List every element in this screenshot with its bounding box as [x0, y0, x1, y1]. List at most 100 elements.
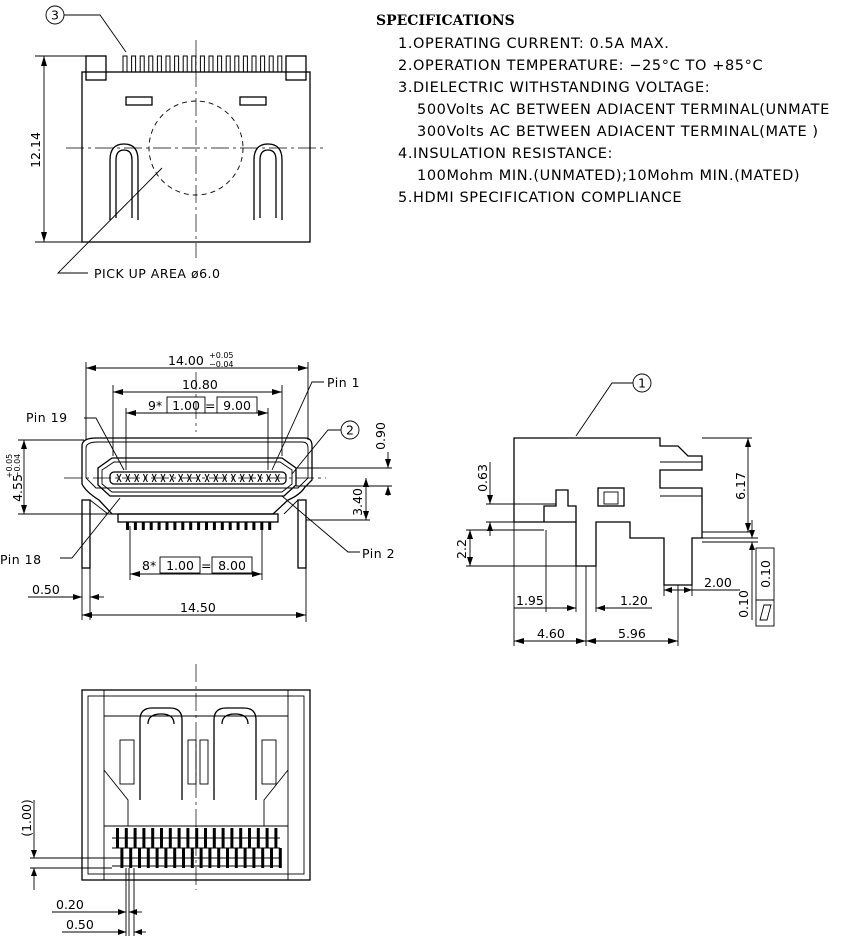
- top-pin: [148, 55, 154, 73]
- pickup-leader: [56, 167, 163, 274]
- front-width-tol-lower: −0.04: [209, 360, 234, 369]
- top-pin: [277, 55, 283, 73]
- top-pin: [217, 55, 223, 73]
- front-overall-width-dim: 14.50: [180, 600, 216, 615]
- front-contact: [248, 476, 254, 483]
- side-dim-195: 1.95: [516, 593, 544, 608]
- front-dim-340: 3.40: [350, 488, 365, 516]
- front-contact: [142, 476, 148, 483]
- bottom-view-left-spring: [139, 707, 183, 800]
- flatness-frame: [755, 547, 775, 627]
- top-pin: [242, 55, 248, 73]
- front-dim-455-tol-upper: +0.05: [5, 454, 14, 479]
- front-pitch-top-box2: 9.00: [223, 398, 251, 413]
- spec-line-7: 100Mohm MIN.(UNMATED);10Mohm MIN.(MATED): [417, 168, 800, 184]
- front-dim-050: 0.50: [32, 582, 60, 597]
- top-view-left-spring: [109, 143, 139, 220]
- top-pin: [174, 55, 180, 73]
- front-bottom-pin: [133, 522, 137, 530]
- front-contact: [134, 476, 140, 483]
- pin18-label: Pin 18: [0, 552, 42, 567]
- specifications-block: SPECIFICATIONS 1.OPERATING CURRENT: 0.5A…: [376, 13, 830, 206]
- top-pin: [199, 55, 205, 73]
- top-view-right-latch: [285, 55, 307, 81]
- svg-text:=: =: [205, 398, 215, 413]
- pin19-leader: [84, 417, 125, 471]
- balloon-3-label: 3: [51, 8, 59, 23]
- front-contact: [239, 476, 245, 483]
- front-contact: [160, 476, 166, 483]
- side-dim-596: 5.96: [618, 626, 646, 641]
- top-pin: [191, 55, 197, 73]
- front-bottom-pin: [181, 522, 185, 530]
- pin1-label: Pin 1: [327, 375, 360, 390]
- top-pin: [234, 55, 240, 73]
- front-bottom-pin: [149, 522, 153, 530]
- top-view-right-slot: [239, 96, 267, 106]
- pickup-area-label: PICK UP AREA ø6.0: [94, 266, 220, 281]
- front-bottom-pin: [228, 522, 232, 530]
- front-contact: [186, 476, 192, 483]
- top-view-pins: [122, 55, 283, 73]
- balloon-2-label: 2: [346, 423, 354, 438]
- front-pitch-bottom-box1: 1.00: [166, 558, 194, 573]
- top-pin: [208, 55, 214, 73]
- top-pin: [122, 55, 128, 73]
- front-contact: [274, 476, 280, 483]
- spec-line-6: 4.INSULATION RESISTANCE:: [398, 146, 613, 162]
- spec-line-4: 500Volts AC BETWEEN ADIACENT TERMINAL(UN…: [417, 102, 830, 118]
- front-view-right-leg: [297, 499, 307, 569]
- front-pitch-bottom-box2: 8.00: [218, 558, 246, 573]
- side-dim-010: 0.10: [736, 590, 751, 618]
- spec-line-5: 300Volts AC BETWEEN ADIACENT TERMINAL(MA…: [417, 124, 819, 140]
- top-pin: [260, 55, 266, 73]
- side-dim-200: 2.00: [704, 575, 732, 590]
- front-bottom-pin: [157, 522, 161, 530]
- front-bottom-pin: [173, 522, 177, 530]
- front-view-opening: [97, 457, 297, 497]
- pin19-label: Pin 19: [26, 410, 68, 425]
- pin1-leader: [271, 381, 324, 471]
- front-dim-455-tol-lower: −0.04: [13, 454, 22, 479]
- svg-text:=: =: [201, 558, 211, 573]
- front-width-dim: 14.00: [168, 353, 204, 368]
- side-dim-460: 4.60: [537, 626, 565, 641]
- side-dim-22: 2.2: [454, 539, 469, 559]
- front-bottom-pin: [252, 522, 256, 530]
- top-pin: [225, 55, 231, 73]
- top-pin: [182, 55, 188, 73]
- front-bottom-pin: [205, 522, 208, 530]
- front-pitch-bottom-prefix: 8*: [142, 558, 156, 573]
- balloon-2-leader: [291, 429, 341, 475]
- pin2-label: Pin 2: [362, 546, 395, 561]
- balloon-3-leader: [64, 14, 127, 53]
- flatness-icon: [759, 604, 772, 621]
- front-bottom-pin: [212, 522, 216, 530]
- bottom-dim-050: 0.50: [66, 917, 94, 932]
- front-contact: [204, 476, 210, 483]
- front-bottom-pin: [220, 522, 224, 530]
- side-dim-120: 1.20: [620, 593, 648, 608]
- front-bottom-pin: [165, 522, 169, 530]
- bottom-dim-100: (1.00): [19, 799, 34, 837]
- top-pin: [268, 55, 274, 73]
- front-contact: [213, 476, 219, 483]
- top-view-right-spring: [253, 143, 283, 220]
- front-contact: [230, 476, 236, 483]
- front-bottom-pin: [126, 522, 129, 530]
- balloon-1-label: 1: [638, 376, 646, 391]
- top-view-left-slot: [125, 96, 153, 106]
- front-bottom-pin: [141, 522, 145, 530]
- top-pin: [131, 55, 137, 73]
- balloon-1-leader: [575, 382, 633, 437]
- front-contact: [151, 476, 157, 483]
- front-contact: [116, 476, 122, 483]
- front-contact: [222, 476, 228, 483]
- side-view-body: [513, 437, 703, 586]
- front-bottom-pin: [197, 522, 201, 530]
- front-pitch-top-prefix: 9*: [148, 398, 162, 413]
- pin18-leader: [60, 497, 121, 559]
- front-view-bottom-pins: [126, 522, 272, 530]
- side-view-latch-right: [597, 487, 625, 507]
